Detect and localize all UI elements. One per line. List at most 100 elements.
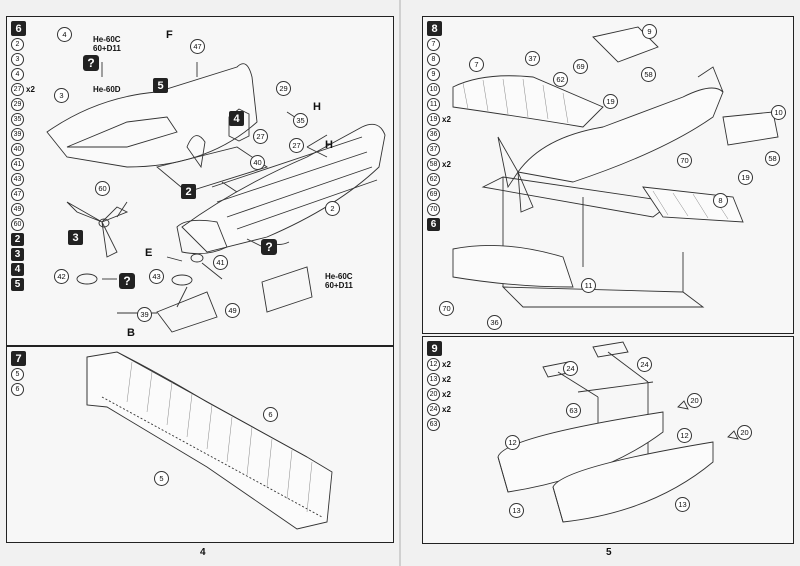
part-number: 47 [11, 188, 24, 201]
part-callout: 42 [54, 269, 69, 284]
option-question-mark: ? [261, 239, 277, 255]
part-multiplier: x2 [26, 85, 35, 94]
page-number: 4 [200, 547, 206, 558]
part-number: 3 [11, 53, 24, 66]
part-callout: 60 [95, 181, 110, 196]
part-callout: 49 [225, 303, 240, 318]
part-callout: 12 [505, 435, 520, 450]
part-callout: 69 [573, 59, 588, 74]
inline-step-badge: 5 [153, 78, 168, 93]
part-number: 63 [427, 418, 440, 431]
subassembly-badge: 3 [11, 248, 24, 261]
part-number: 13 [427, 373, 440, 386]
step-number: 7 [11, 351, 26, 366]
part-multiplier: x2 [442, 390, 451, 399]
part-number: 20 [427, 388, 440, 401]
page-number: 5 [606, 547, 612, 558]
part-number: 24 [427, 403, 440, 416]
inline-step-badge: 2 [181, 184, 196, 199]
part-callout: 2 [325, 201, 340, 216]
part-callout: 27 [253, 129, 268, 144]
part-callout: 37 [525, 51, 540, 66]
part-number: 70 [427, 203, 440, 216]
part-callout: 62 [553, 72, 568, 87]
part-callout: 39 [137, 307, 152, 322]
part-number: 6 [11, 383, 24, 396]
reference-letter: B [127, 327, 135, 339]
part-callout: 41 [213, 255, 228, 270]
part-number: 10 [427, 83, 440, 96]
subassembly-badge: 4 [11, 263, 24, 276]
part-callout: 63 [566, 403, 581, 418]
part-callout: 20 [737, 425, 752, 440]
step-7-panel: 7 5 6 6 5 [6, 346, 394, 543]
part-number: 41 [11, 158, 24, 171]
part-number: 39 [11, 128, 24, 141]
variant-label: He-60D [93, 85, 121, 94]
part-callout: 20 [687, 393, 702, 408]
step-7-parts-list: 7 5 6 [11, 351, 26, 396]
part-multiplier: x2 [442, 405, 451, 414]
part-number: 58 [427, 158, 440, 171]
part-callout: 5 [154, 471, 169, 486]
part-multiplier: x2 [442, 375, 451, 384]
part-callout: 9 [642, 24, 657, 39]
part-number: 36 [427, 128, 440, 141]
option-question-mark: ? [83, 55, 99, 71]
part-number: 43 [11, 173, 24, 186]
part-callout: 8 [713, 193, 728, 208]
part-number: 11 [427, 98, 440, 111]
part-callout: 24 [563, 361, 578, 376]
reference-letter: H [325, 139, 333, 151]
part-number: 49 [11, 203, 24, 216]
part-multiplier: x2 [442, 160, 451, 169]
part-number: 69 [427, 188, 440, 201]
part-multiplier: x2 [442, 360, 451, 369]
part-number: 9 [427, 68, 440, 81]
step-number: 8 [427, 21, 442, 36]
part-number: 7 [427, 38, 440, 51]
part-number: 40 [11, 143, 24, 156]
part-callout: 12 [677, 428, 692, 443]
step-number: 6 [11, 21, 26, 36]
part-multiplier: x2 [442, 115, 451, 124]
part-callout: 13 [675, 497, 690, 512]
option-question-mark: ? [119, 273, 135, 289]
part-number: 4 [11, 68, 24, 81]
part-callout: 24 [637, 357, 652, 372]
part-number: 27 [11, 83, 24, 96]
step-number: 9 [427, 341, 442, 356]
part-callout: 11 [581, 278, 596, 293]
part-callout: 10 [771, 105, 786, 120]
inline-step-badge: 4 [229, 111, 244, 126]
reference-letter: E [145, 247, 153, 259]
part-number: 62 [427, 173, 440, 186]
part-callout: 7 [469, 57, 484, 72]
part-number: 60 [11, 218, 24, 231]
part-callout: 19 [738, 170, 753, 185]
variant-label: He-60C 60+D11 [325, 272, 353, 290]
part-callout: 3 [54, 88, 69, 103]
part-callout: 70 [677, 153, 692, 168]
part-callout: 58 [641, 67, 656, 82]
inline-step-badge: 3 [68, 230, 83, 245]
part-callout: 13 [509, 503, 524, 518]
part-number: 19 [427, 113, 440, 126]
part-callout: 19 [603, 94, 618, 109]
part-callout: 6 [263, 407, 278, 422]
fuselage-assembly-drawing [46, 62, 386, 333]
part-callout: 40 [250, 155, 265, 170]
part-number: 35 [11, 113, 24, 126]
variant-label: He-60C 60+D11 [93, 35, 121, 53]
part-number: 5 [11, 368, 24, 381]
subassembly-badge: 6 [427, 218, 440, 231]
part-number: 8 [427, 53, 440, 66]
part-callout: 47 [190, 39, 205, 54]
reference-letter: F [166, 29, 173, 41]
part-callout: 70 [439, 301, 454, 316]
